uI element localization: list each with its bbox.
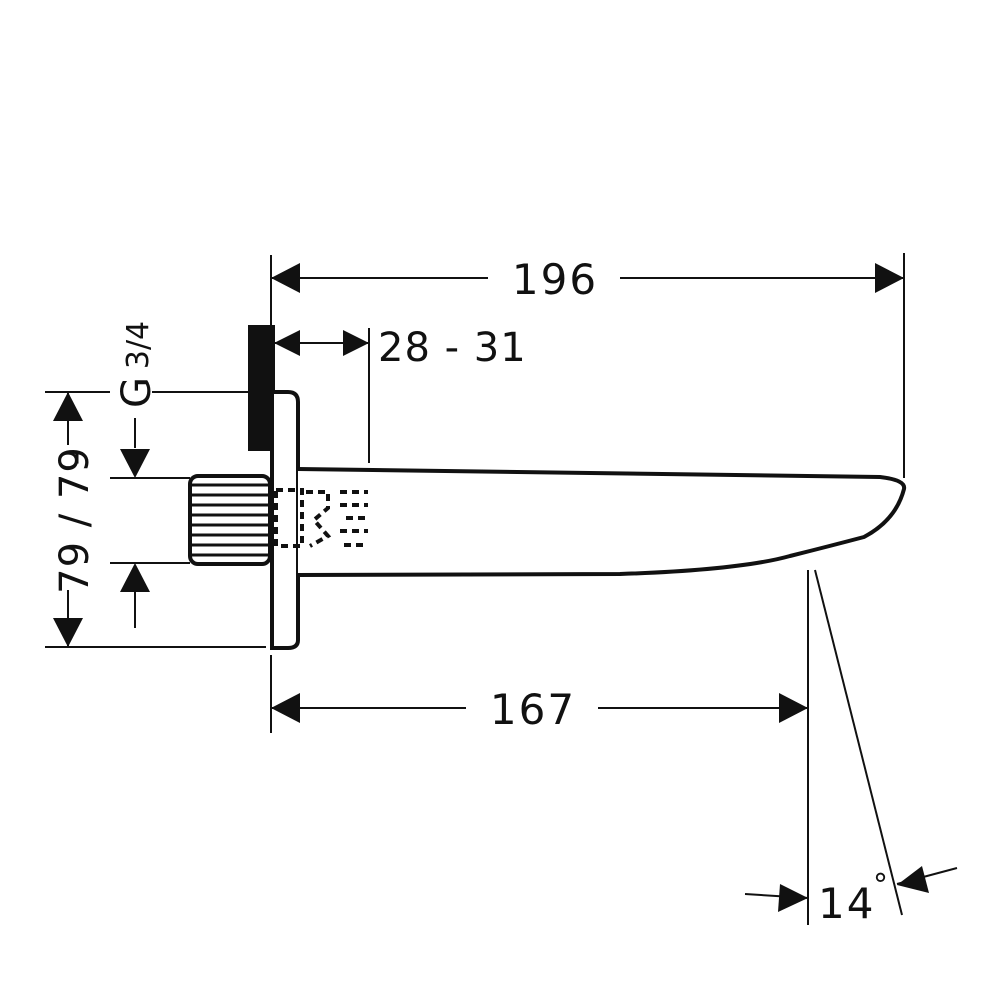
arrowhead-right [875, 263, 904, 293]
height-dash: - [52, 450, 98, 465]
arrowhead-right [779, 693, 808, 723]
arrowhead-left [274, 330, 300, 356]
arrowhead-down [120, 449, 150, 478]
dimension-wall-thickness: 28 - 31 [274, 325, 527, 371]
arrowhead-left [271, 263, 300, 293]
arrowhead-left [897, 866, 929, 893]
arrowhead-up [120, 563, 150, 592]
escutcheon-plate [270, 390, 300, 650]
arrowhead-up [53, 392, 83, 421]
arrowhead-left [271, 693, 300, 723]
threaded-connector [188, 474, 272, 566]
arrowhead-right [778, 884, 808, 912]
dimension-angle: 14 ° [744, 866, 958, 928]
hidden-pipe-section [274, 488, 368, 548]
dimension-height: - 79 / 79 [52, 392, 98, 647]
angle-value: 14 [818, 879, 875, 928]
extension-line-outlet-angled [814, 569, 903, 916]
arrowhead-right [343, 330, 369, 356]
thread-size: 3/4 [121, 321, 156, 369]
height-range-label: 79 / 79 [52, 446, 98, 594]
overall-length-label: 196 [512, 255, 598, 304]
dimension-spout-length: 167 [271, 685, 808, 734]
thread-letter: G [114, 376, 160, 408]
extension-lines [45, 253, 905, 925]
dimension-thread: G 3/4 [114, 321, 160, 628]
spout-length-label: 167 [490, 685, 576, 734]
wall-thickness-label: 28 - 31 [378, 325, 527, 371]
angle-unit: ° [873, 868, 888, 903]
arrowhead-down [53, 618, 83, 647]
spout-body [297, 467, 907, 577]
spout-part [188, 325, 907, 650]
dimension-overall-length: 196 [271, 255, 904, 304]
